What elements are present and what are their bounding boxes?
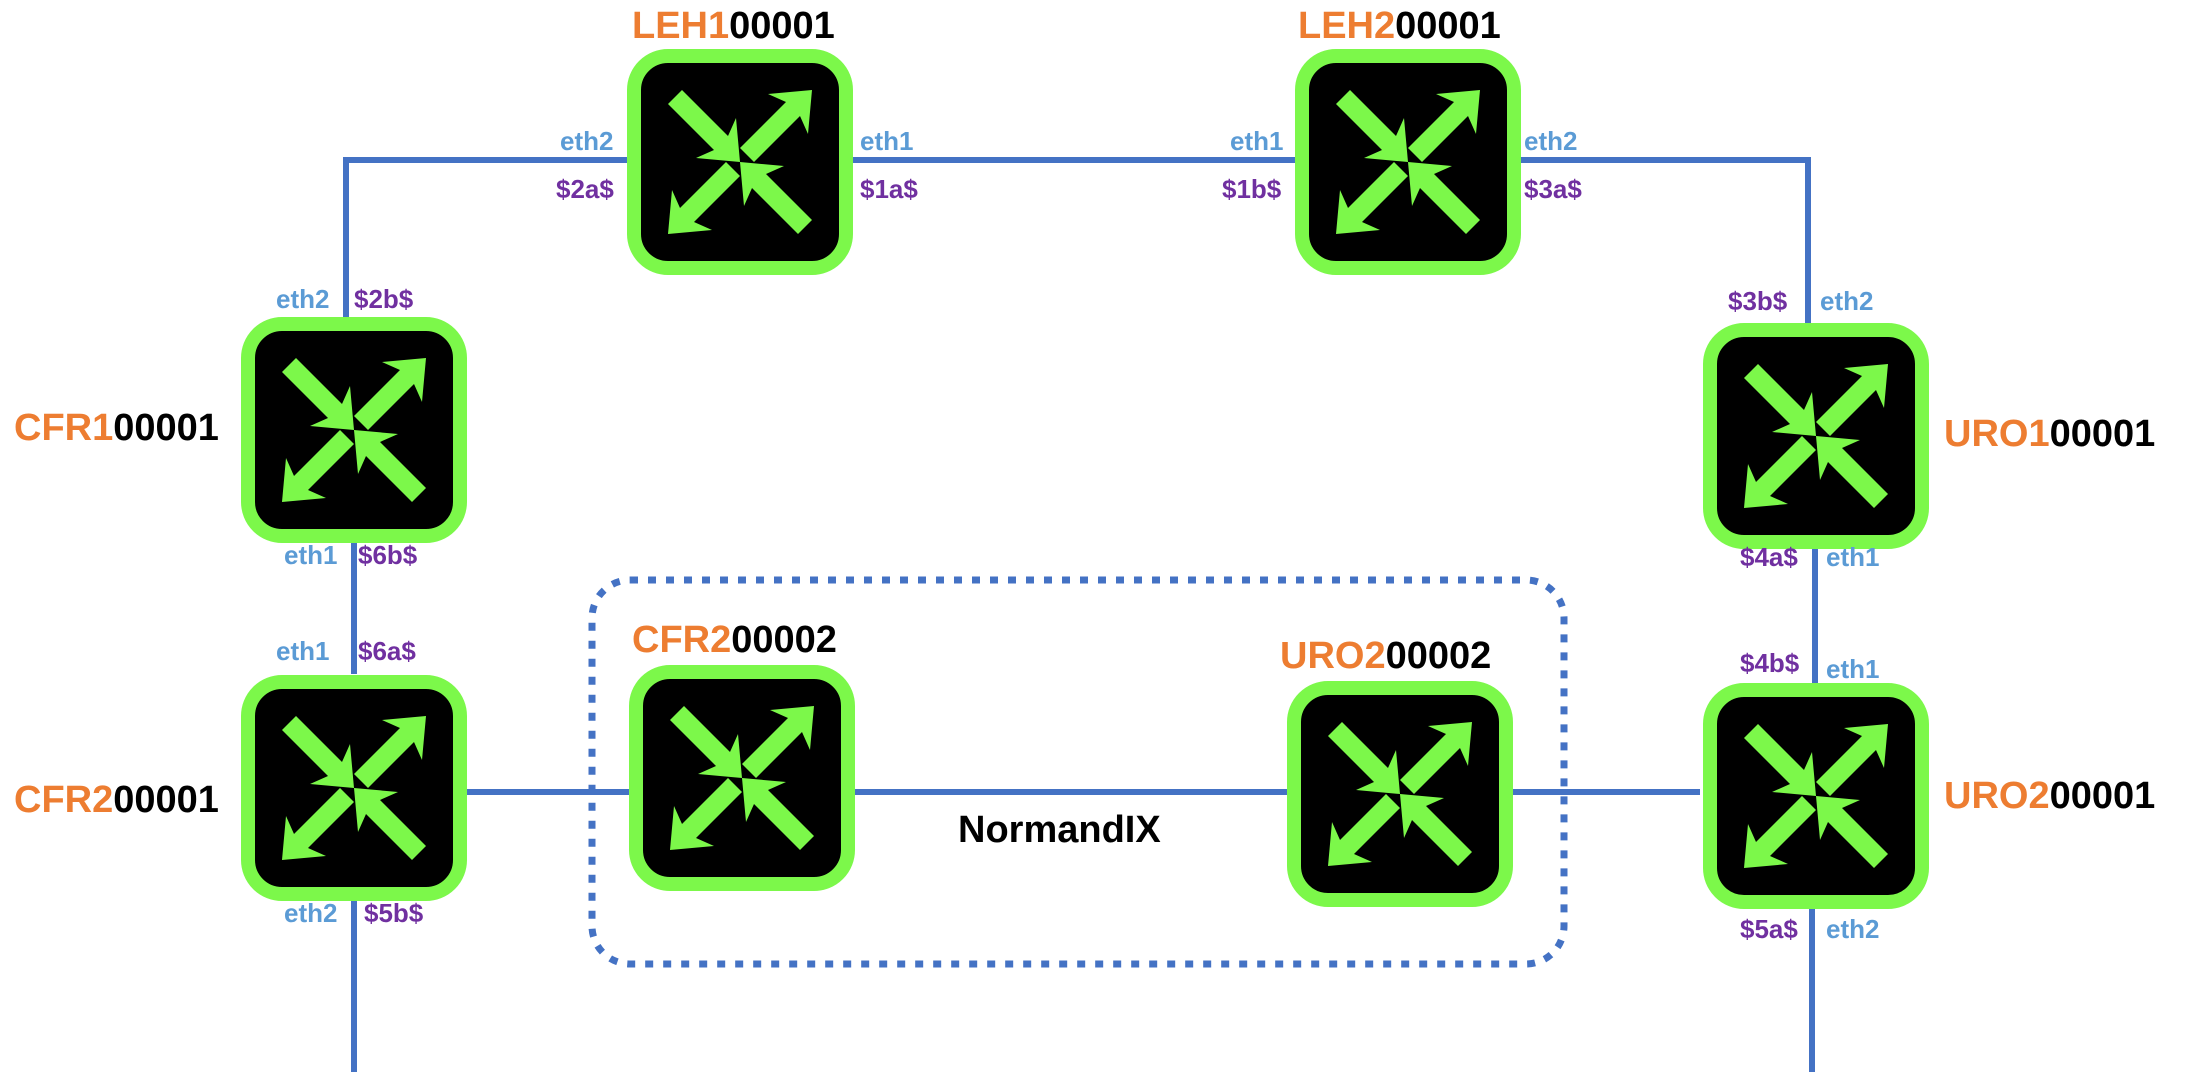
port-uro1-var3b: $3b$ [1728,286,1788,316]
port-cfr1-eth1: eth1 [284,540,337,570]
router-name-leh1: LEH100001 [632,5,835,47]
router-arrows-icon [248,682,460,894]
port-uro2-var4b: $4b$ [1740,648,1800,678]
router-arrows-icon [248,324,460,536]
ix-region-border [588,576,1568,968]
router-leh1[interactable] [634,56,846,268]
router-name-uro2ix: URO200002 [1280,635,1491,677]
router-arrows-icon [1710,330,1922,542]
router-name-uro2: URO200001 [1944,775,2155,817]
port-cfr2-eth2: eth2 [284,898,337,928]
port-uro1-eth1: eth1 [1826,542,1879,572]
port-uro1-eth2: eth2 [1820,286,1873,316]
port-leh1-eth1: eth1 [860,126,913,156]
port-leh2-var3a: $3a$ [1524,174,1582,204]
port-cfr2-var5b: $5b$ [364,898,424,928]
router-arrows-icon [1302,56,1514,268]
link-cfr2-uro2 [351,886,1815,1072]
router-cfr2ix[interactable] [636,672,848,884]
router-name-cfr2: CFR200001 [14,779,219,821]
router-arrows-icon [634,56,846,268]
router-name-uro1: URO100001 [1944,413,2155,455]
port-cfr1-var2b: $2b$ [354,284,414,314]
router-cfr1[interactable] [248,324,460,536]
port-uro2-eth1: eth1 [1826,654,1879,684]
router-leh2[interactable] [1302,56,1514,268]
links [343,157,1818,1072]
router-uro2ix[interactable] [1294,688,1506,900]
link-leh2-uro1 [1518,157,1811,326]
port-cfr2-eth1: eth1 [276,636,329,666]
router-cfr2[interactable] [248,682,460,894]
port-leh1-var2a: $2a$ [556,174,614,204]
router-name-cfr1: CFR100001 [14,407,219,449]
router-uro2[interactable] [1710,690,1922,902]
port-leh2-eth2: eth2 [1524,126,1577,156]
port-leh2-eth1: eth1 [1230,126,1283,156]
router-arrows-icon [1294,688,1506,900]
port-leh1-eth2: eth2 [560,126,613,156]
port-leh1-var1a: $1a$ [860,174,918,204]
router-uro1[interactable] [1710,330,1922,542]
router-arrows-icon [636,672,848,884]
port-cfr1-var6b: $6b$ [358,540,418,570]
port-uro1-var4a: $4a$ [1740,542,1798,572]
router-name-cfr2ix: CFR200002 [632,619,837,661]
link-leh1-cfr1 [343,157,630,320]
port-leh2-var1b: $1b$ [1222,174,1282,204]
port-uro2-eth2: eth2 [1826,914,1879,944]
port-uro2-var5a: $5a$ [1740,914,1798,944]
port-cfr1-eth2: eth2 [276,284,329,314]
port-cfr2-var6a: $6a$ [358,636,416,666]
router-name-leh2: LEH200001 [1298,5,1501,47]
ix-label: NormandIX [958,809,1161,851]
router-arrows-icon [1710,690,1922,902]
